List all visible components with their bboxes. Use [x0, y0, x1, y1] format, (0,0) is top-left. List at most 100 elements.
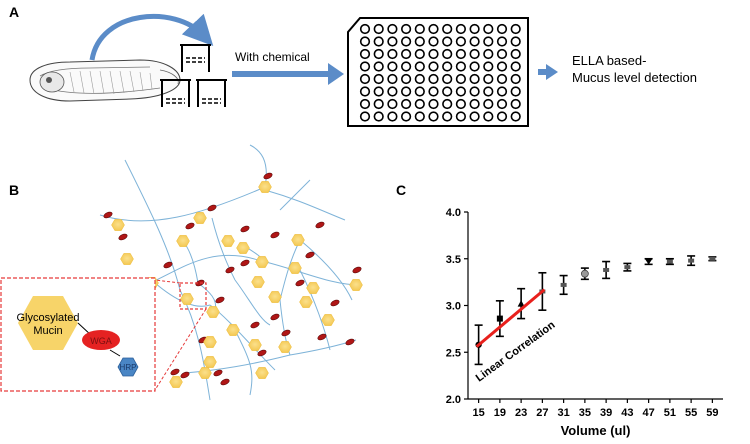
wga-sugar-marker [352, 266, 362, 274]
plate-well [510, 23, 521, 35]
plate-well [442, 23, 453, 35]
x-tick-label: 47 [643, 407, 655, 419]
result-arrow-head [546, 64, 558, 80]
plate-well [496, 98, 508, 110]
plate-well [483, 48, 494, 60]
plate-well [469, 61, 480, 72]
zoom-region-box [179, 282, 207, 310]
mucin-hexagon [221, 235, 235, 247]
x-tick-label: 15 [473, 407, 485, 419]
plate-well [469, 48, 480, 60]
mucin-hexagon [203, 336, 217, 348]
curved-arrow [89, 13, 214, 61]
x-tick-label: 39 [600, 407, 612, 419]
plate-well [455, 61, 467, 72]
data-point [580, 269, 589, 278]
hrp-hexagon [117, 357, 139, 377]
wga-hrp-link [109, 349, 121, 357]
plate-well [428, 36, 439, 47]
plate-well [469, 98, 480, 110]
data-point [709, 256, 716, 261]
mucin-hexagon [176, 235, 190, 247]
mucin-hexagon [206, 306, 220, 318]
with-chemical-label: With chemical [235, 50, 310, 64]
wga-sugar-marker [213, 369, 223, 377]
plate-well [428, 23, 439, 35]
plate-well [387, 23, 398, 35]
mucin-hexagon [278, 341, 292, 353]
mucin-hexagon [193, 212, 207, 224]
plate-well [510, 61, 521, 72]
y-tick-label: 2.0 [446, 394, 461, 406]
plate-well [401, 36, 412, 47]
wga-sugar-marker [270, 231, 280, 239]
wga-sugar-marker [240, 225, 250, 233]
plate-well [373, 98, 384, 110]
plate-well [455, 36, 467, 47]
wga-sugar-marker [118, 233, 128, 241]
wga-sugar-marker [240, 259, 250, 267]
wga-sugar-marker [345, 338, 355, 346]
plate-well [442, 61, 453, 72]
x-tick-label: 23 [515, 407, 527, 419]
plate-well [428, 111, 439, 122]
plate-well [442, 86, 453, 97]
plate-well [455, 98, 467, 110]
plate-well [428, 48, 439, 60]
mucin-hexagon [120, 253, 134, 265]
wga-sugar-marker [220, 378, 230, 386]
data-point [517, 300, 525, 307]
plate-well [455, 73, 467, 85]
x-axis-label: Volume (ul) [561, 423, 631, 438]
wga-sugar-marker [170, 368, 180, 376]
data-point [603, 267, 610, 272]
panel-a-letter: A [9, 4, 19, 20]
wga-sugar-marker [215, 296, 225, 304]
x-tick-label: 59 [706, 407, 718, 419]
wga-sugar-marker [225, 266, 235, 274]
data-point [666, 259, 673, 264]
y-tick-label: 3.0 [446, 301, 461, 313]
y-tick-label: 2.5 [446, 347, 461, 359]
x-tick-label: 35 [579, 407, 591, 419]
plate-well [401, 98, 412, 110]
glycosylated-mucin-hexagon [18, 296, 78, 350]
plate-well [373, 48, 384, 60]
plate-well [359, 86, 371, 97]
plate-well [414, 61, 425, 72]
data-point [624, 265, 631, 270]
plate-well [359, 111, 371, 122]
plate-well [510, 73, 521, 85]
wga-sugar-marker [185, 222, 195, 230]
wga-sugar-marker [295, 279, 305, 287]
mucin-hexagon [255, 256, 269, 268]
plate-well [496, 86, 508, 97]
plate-well [496, 48, 508, 60]
mucin-hexagon [349, 279, 363, 291]
glycosylated-label: Glycosylated [17, 312, 80, 324]
plate-well [469, 36, 480, 47]
plate-well [359, 61, 371, 72]
plate-well [510, 36, 521, 47]
tadpole-embryo-illustration [29, 59, 181, 102]
plate-well [401, 111, 412, 122]
plate-well [428, 61, 439, 72]
panel-c-letter: C [396, 182, 406, 198]
plate-well [455, 111, 467, 122]
plate-well [414, 111, 425, 122]
x-tick-label: 19 [494, 407, 506, 419]
plate-well [483, 36, 494, 47]
mucin-hexagon [251, 276, 265, 288]
x-tick-label: 55 [685, 407, 697, 419]
chemical-arrow-head [328, 63, 344, 85]
plate-well [359, 23, 371, 35]
plate-well [414, 86, 425, 97]
mucin-hexagon [258, 181, 272, 193]
mucin-hexagon [255, 367, 269, 379]
mucin-hexagon [306, 282, 320, 294]
plate-well [483, 61, 494, 72]
plate-well [469, 111, 480, 122]
wga-sugar-marker [180, 371, 190, 379]
